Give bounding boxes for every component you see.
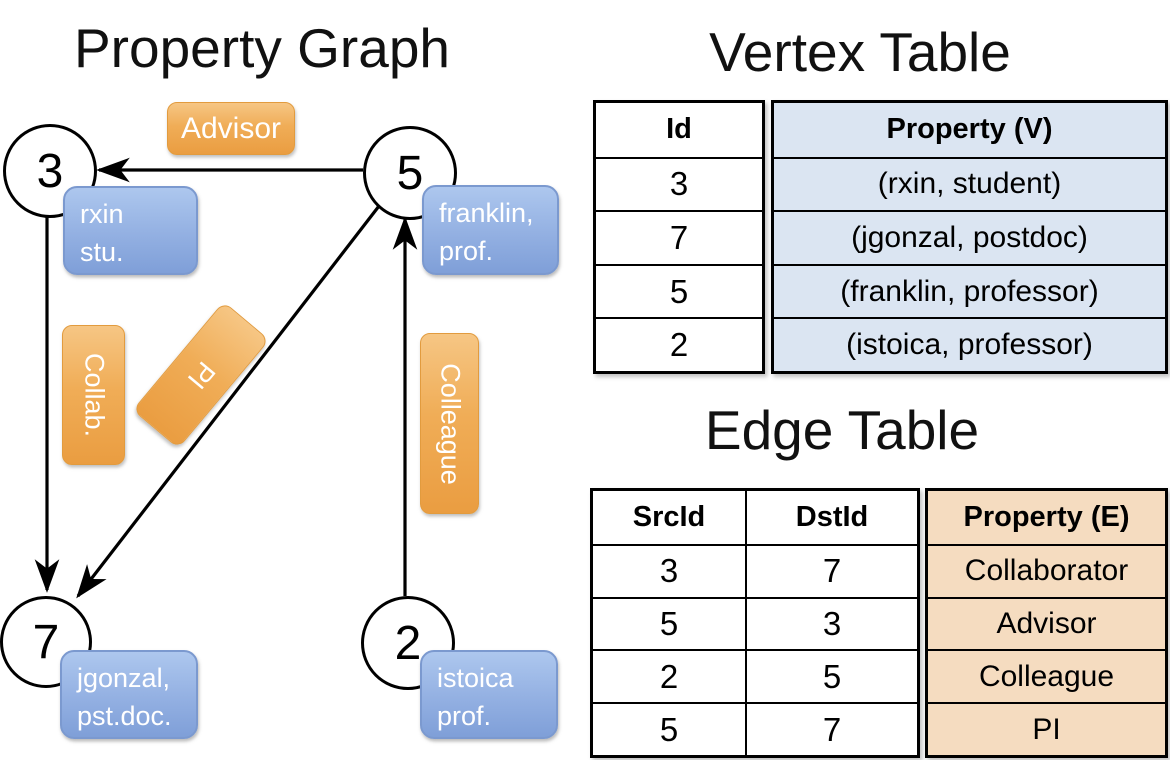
edge-table-dst-cell: 7 [745, 702, 917, 755]
node-5-label: 5 [396, 146, 424, 200]
vertex-property-box-2: istoica prof. [420, 650, 558, 739]
edge-label-advisor-text: Advisor [180, 111, 282, 145]
vertex-property-box-3: rxin stu. [63, 186, 198, 275]
edge-table-src-cell: 3 [593, 543, 745, 597]
edge-table-dst-cell: 5 [745, 649, 917, 703]
edge-label-collaborator-text: Collab. [79, 352, 109, 438]
edge-label-collaborator: Collab. [62, 325, 125, 465]
node-7-label: 7 [32, 615, 60, 669]
edge-table-header-property: Property (E) [963, 500, 1130, 533]
edge-table-title: Edge Table [704, 399, 980, 461]
vertex-table-id-cell: 7 [596, 210, 762, 264]
edge-table-dst-cell: 3 [745, 596, 917, 650]
node-2-label: 2 [394, 616, 422, 670]
vertex-table-property-cell: (rxin, student) [774, 156, 1165, 211]
edge-table-src-cell: 5 [593, 702, 745, 755]
edge-table-src-cell: 2 [593, 649, 745, 702]
vertex-table-header-id: Id [666, 113, 692, 146]
vertex-table-id-cell: 5 [596, 263, 762, 318]
edge-table-header-dstid: DstId [745, 491, 917, 544]
edge-table-property-column: Property (E) Collaborator Advisor Collea… [925, 488, 1168, 758]
edge-table-property-cell: Collaborator [928, 543, 1165, 597]
graph-node-2: 2 [361, 596, 455, 690]
vertex-table-property-cell: (franklin, professor) [774, 263, 1165, 318]
edge-label-colleague: Colleague [420, 333, 479, 514]
edge-table-src-cell: 5 [593, 596, 745, 650]
vertex-property-3-line2: stu. [80, 237, 124, 267]
vertex-table-title: Vertex Table [709, 21, 1011, 83]
graph-edges [34, 157, 418, 599]
vertex-property-5-line1: franklin, [439, 198, 534, 228]
edge-label-colleague-text: Colleague [435, 362, 465, 485]
vertex-table-id-cell: 3 [596, 156, 762, 211]
vertex-property-3-line1: rxin [80, 199, 124, 229]
edge-table-id-columns: SrcId DstId 3 7 5 3 2 5 5 7 [590, 488, 920, 758]
vertex-table-header-property: Property (V) [886, 113, 1053, 146]
vertex-property-2-line2: prof. [437, 701, 492, 731]
vertex-property-7-line1: jgonzal, [77, 663, 171, 693]
vertex-table-property-cell: (jgonzal, postdoc) [774, 210, 1165, 264]
edge-table-dst-cell: 7 [745, 543, 917, 597]
vertex-property-2-line1: istoica [437, 663, 514, 693]
edge-5-to-7 [76, 205, 381, 599]
edge-table-property-cell: Advisor [928, 596, 1165, 650]
vertex-table-property-column: Property (V) (rxin, student) (jgonzal, p… [771, 100, 1168, 374]
edge-label-advisor: Advisor [167, 102, 295, 155]
vertex-property-5-line2: prof. [439, 236, 494, 266]
vertex-property-box-7: jgonzal, pst.doc. [60, 650, 198, 739]
vertex-table-id-column: Id 3 7 5 2 [593, 100, 765, 374]
edge-table: SrcId DstId 3 7 5 3 2 5 5 7 Property (E)… [590, 488, 1168, 758]
vertex-table-id-cell: 2 [596, 317, 762, 371]
vertex-table: Id 3 7 5 2 Property (V) (rxin, student) … [593, 100, 1168, 374]
node-3-label: 3 [36, 144, 64, 198]
property-graph-title: Property Graph [73, 17, 451, 79]
vertex-table-property-cell: (istoica, professor) [774, 317, 1165, 371]
edge-table-property-cell: Colleague [928, 649, 1165, 702]
edge-table-header-srcid: SrcId [632, 500, 706, 533]
vertex-property-7-line2: pst.doc. [77, 701, 172, 731]
edge-table-property-cell: PI [928, 702, 1165, 755]
edge-label-pi-text: PI [181, 355, 222, 395]
vertex-property-box-5: franklin, prof. [422, 185, 559, 275]
